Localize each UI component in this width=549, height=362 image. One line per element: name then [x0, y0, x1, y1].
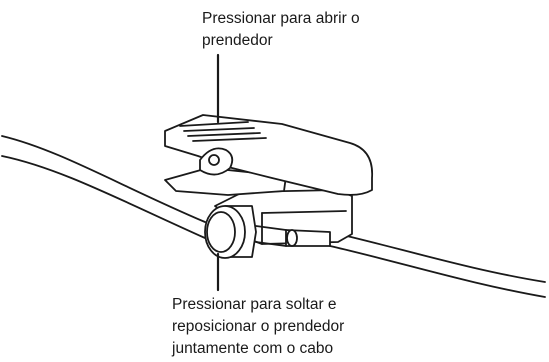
callout-bottom-line1: Pressionar para soltar e [172, 296, 337, 313]
callout-bottom-line2: reposicionar o prendedor [172, 318, 344, 335]
clip [164, 114, 373, 247]
callout-top: Pressionar para abrir o prendedor [202, 10, 360, 49]
cable [1, 135, 546, 298]
callout-top-line1: Pressionar para abrir o [202, 10, 360, 27]
callout-bottom: Pressionar para soltar e reposicionar o … [171, 296, 344, 357]
callout-top-line2: prendedor [202, 32, 273, 49]
callout-bottom-line3: juntamente com o cabo [171, 340, 333, 357]
release-button [204, 205, 257, 259]
lever-grip-ridges [179, 121, 267, 142]
